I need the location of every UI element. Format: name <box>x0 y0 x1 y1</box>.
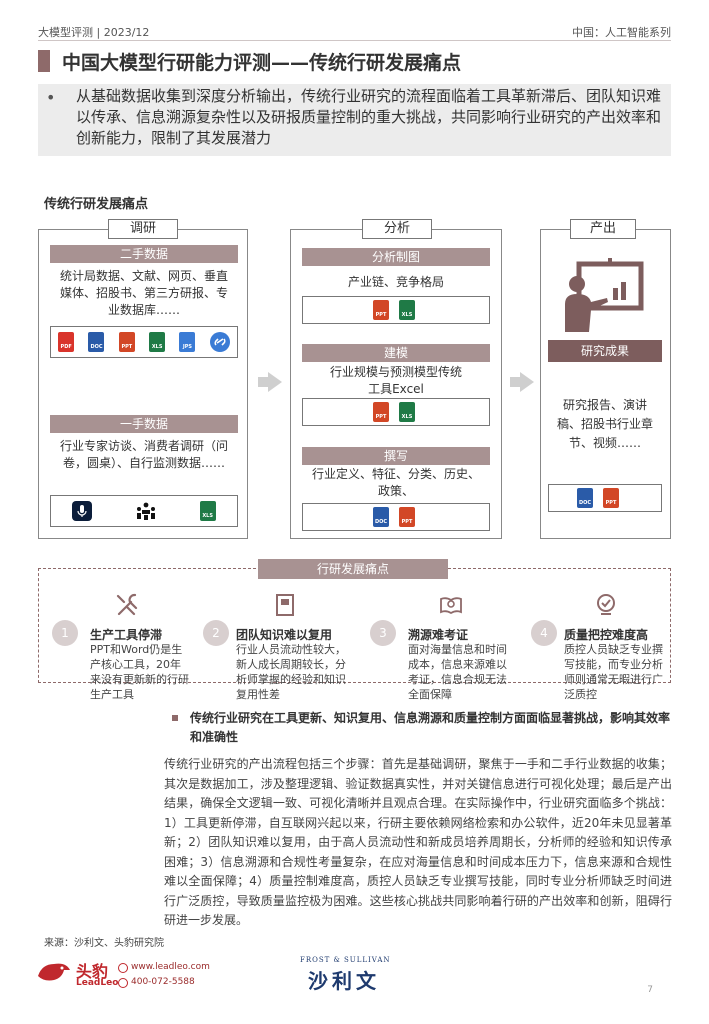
charting-icons: PPT XLS <box>302 296 490 324</box>
footer-phone: 400-072-5588 <box>131 977 195 987</box>
partner-name-cn: 沙利文 <box>308 969 380 993</box>
source-note: 来源：沙利文、头豹研究院 <box>44 938 164 949</box>
link-icon <box>209 332 230 352</box>
doc-icon: DOC <box>373 507 389 527</box>
tools-icon <box>115 592 141 618</box>
modeling-text: 行业规模与预测模型传统工具Excel <box>330 365 463 396</box>
ppt-icon: PPT <box>373 402 389 422</box>
output-band: 研究成果 <box>548 340 662 362</box>
first-hand-band: 一手数据 <box>50 415 238 433</box>
pain-body: 面对海量信息和时间成本，信息来源难以考证，信息合规无法全面保障 <box>408 643 507 701</box>
doc-icon: DOC <box>577 488 593 508</box>
pain-number: 3 <box>370 620 396 646</box>
globe-icon <box>118 963 128 973</box>
output-icons: DOC PPT <box>548 484 662 512</box>
first-hand-text: 行业专家访谈、消费者调研（问卷，圆桌）、自行监测数据…… <box>59 439 228 470</box>
output-label: 产出 <box>570 219 636 239</box>
writing-text: 行业定义、特征、分类、历史、政策、 <box>312 467 481 498</box>
page-title: 中国大模型行研能力评测——传统行研发展痛点 <box>62 52 462 74</box>
output-text: 研究报告、演讲稿、招股书行业章节、视频…… <box>556 398 653 450</box>
flow-arrow-stem <box>510 377 520 387</box>
pdf-icon: PDF <box>58 332 75 352</box>
flow-arrow-stem <box>258 377 268 387</box>
pain-title: 生产工具停滞 <box>90 628 163 642</box>
pain-body: 行业人员流动性较大，新人成长周期较长，分析师掌握的经验和知识复用性差 <box>236 643 346 701</box>
modeling-band: 建模 <box>302 344 490 362</box>
header-series-tag: 中国：人工智能系列 <box>572 26 671 39</box>
summary-box <box>38 84 671 156</box>
headline-bullet-icon <box>172 715 178 721</box>
pain-points-label: 行研发展痛点 <box>258 559 448 579</box>
conclusion-headline: 传统行业研究在工具更新、知识复用、信息溯源和质量控制方面面临显著挑战，影响其效率… <box>190 711 671 744</box>
pain-number: 1 <box>52 620 78 646</box>
summary-bullet-icon: • <box>46 88 56 107</box>
research-column <box>38 229 248 539</box>
writing-icons: DOC PPT <box>302 503 490 531</box>
presentation-icon <box>563 256 647 332</box>
modeling-icons: PPT XLS <box>302 398 490 426</box>
book-icon <box>272 592 298 618</box>
ppt-icon: PPT <box>118 332 135 352</box>
flow-arrow-icon <box>268 372 282 392</box>
conclusion-paragraph: 传统行业研究的产出流程包括三个步骤：首先是基础调研，聚焦于一手和二手行业数据的收… <box>164 757 672 927</box>
ppt-icon: PPT <box>373 300 389 320</box>
quality-control-icon <box>593 592 619 618</box>
page-number: 7 <box>647 985 653 995</box>
pain-number: 2 <box>203 620 229 646</box>
summary-text: 从基础数据收集到深度分析输出，传统行业研究的流程面临着工具革新滞后、团队知识难以… <box>76 87 662 147</box>
writing-band: 撰写 <box>302 447 490 465</box>
leadleo-logo <box>36 958 72 984</box>
first-hand-icons: XLS <box>50 495 238 527</box>
xls-icon: XLS <box>399 402 415 422</box>
search-book-icon <box>438 592 464 618</box>
second-hand-band: 二手数据 <box>50 245 238 263</box>
ppt-icon: PPT <box>399 507 415 527</box>
brand-name-cn: 头豹 <box>76 962 109 981</box>
footer-website[interactable]: www.leadleo.com <box>131 962 210 972</box>
section-title: 传统行研发展痛点 <box>44 197 149 212</box>
pain-title: 溯源难考证 <box>408 628 469 642</box>
second-hand-text: 统计局数据、文献、网页、垂直媒体、招股书、第三方研报、专业数据库…… <box>59 269 228 317</box>
title-accent-bar <box>38 50 50 72</box>
charting-text: 产业链、竞争格局 <box>347 275 444 289</box>
pain-title: 团队知识难以复用 <box>236 628 333 642</box>
pain-body: PPT和Word仍是生产核心工具，20年来没有更新新的行研生产工具 <box>90 643 189 701</box>
header-report-tag: 大模型评测 | 2023/12 <box>38 26 150 39</box>
brand-name-en: LeadLeo <box>76 978 119 988</box>
meeting-people-icon <box>134 501 157 521</box>
partner-name-top: FROST & SULLIVAN <box>300 956 391 964</box>
doc-icon: DOC <box>88 332 105 352</box>
analysis-label: 分析 <box>362 219 432 239</box>
phone-icon <box>118 978 128 988</box>
ppt-icon: PPT <box>603 488 619 508</box>
jps-icon: JPS <box>179 332 196 352</box>
pain-title: 质量把控难度高 <box>564 628 649 642</box>
second-hand-icons: PDF DOC PPT XLS JPS <box>50 326 238 358</box>
xls-icon: XLS <box>399 300 415 320</box>
pain-number: 4 <box>531 620 557 646</box>
analysis-column <box>290 229 502 539</box>
pain-body: 质控人员缺乏专业撰写技能，而专业分析师则通常无暇进行广泛质控 <box>564 643 663 701</box>
header-divider <box>38 40 671 41</box>
microphone-icon <box>72 501 93 521</box>
xls-icon: XLS <box>199 501 216 521</box>
charting-band: 分析制图 <box>302 248 490 266</box>
flow-arrow-icon <box>520 372 534 392</box>
xls-icon: XLS <box>149 332 166 352</box>
research-label: 调研 <box>108 219 178 239</box>
